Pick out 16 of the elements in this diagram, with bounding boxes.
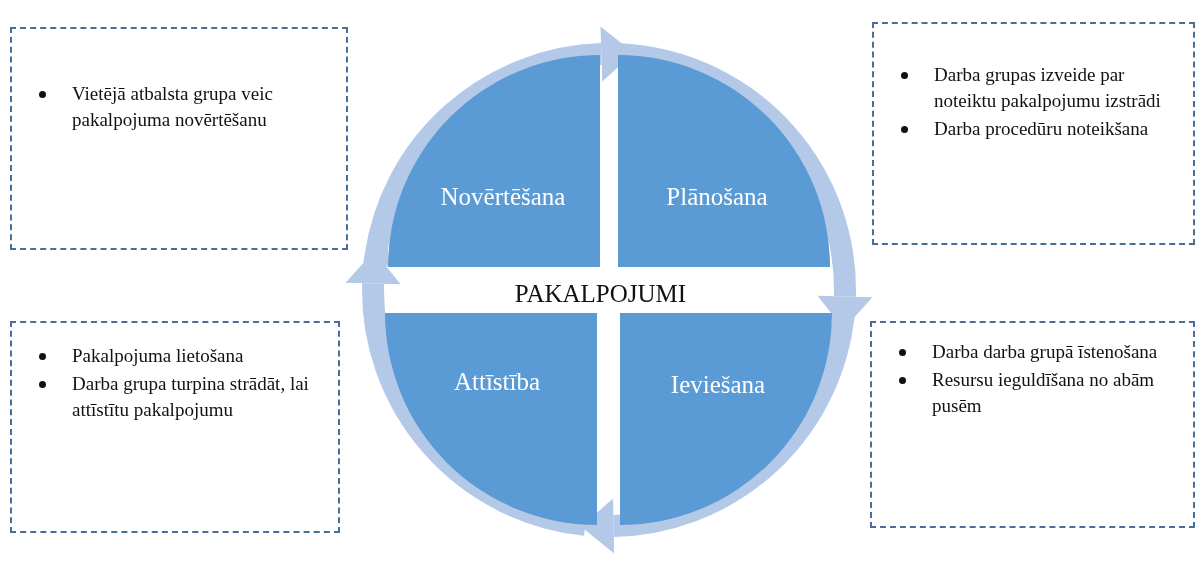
bullet-text: Darba procedūru noteikšana bbox=[934, 118, 1149, 139]
dashed-note-box bbox=[870, 321, 1195, 528]
center-label: PAKALPOJUMI bbox=[513, 280, 688, 308]
segment-label: Attīstība bbox=[453, 368, 541, 396]
bullet-text: Darba grupas izveide par noteiktu pakalpojumu izstrādi bbox=[934, 64, 1161, 111]
bullet-text: Darba grupa turpina strādāt, lai attīstītu pakalpojumu bbox=[72, 373, 309, 420]
segment-label: Plānošana bbox=[666, 183, 768, 211]
bullet-text: Pakalpojuma lietošana bbox=[72, 345, 244, 366]
segment-label: Novērtēšana bbox=[440, 183, 566, 211]
dashed-note-box bbox=[10, 321, 340, 533]
bullet-text: Resursu ieguldīšana no abām pusēm bbox=[932, 369, 1155, 416]
bullet-text: Vietējā atbalsta grupa veic pakalpojuma novērtēšanu bbox=[72, 83, 273, 130]
dashed-note-box bbox=[872, 22, 1195, 245]
dashed-note-box bbox=[10, 27, 348, 250]
bullet-text: Darba darba grupā īstenošana bbox=[932, 341, 1158, 362]
segment-label: Ieviešana bbox=[670, 371, 766, 399]
